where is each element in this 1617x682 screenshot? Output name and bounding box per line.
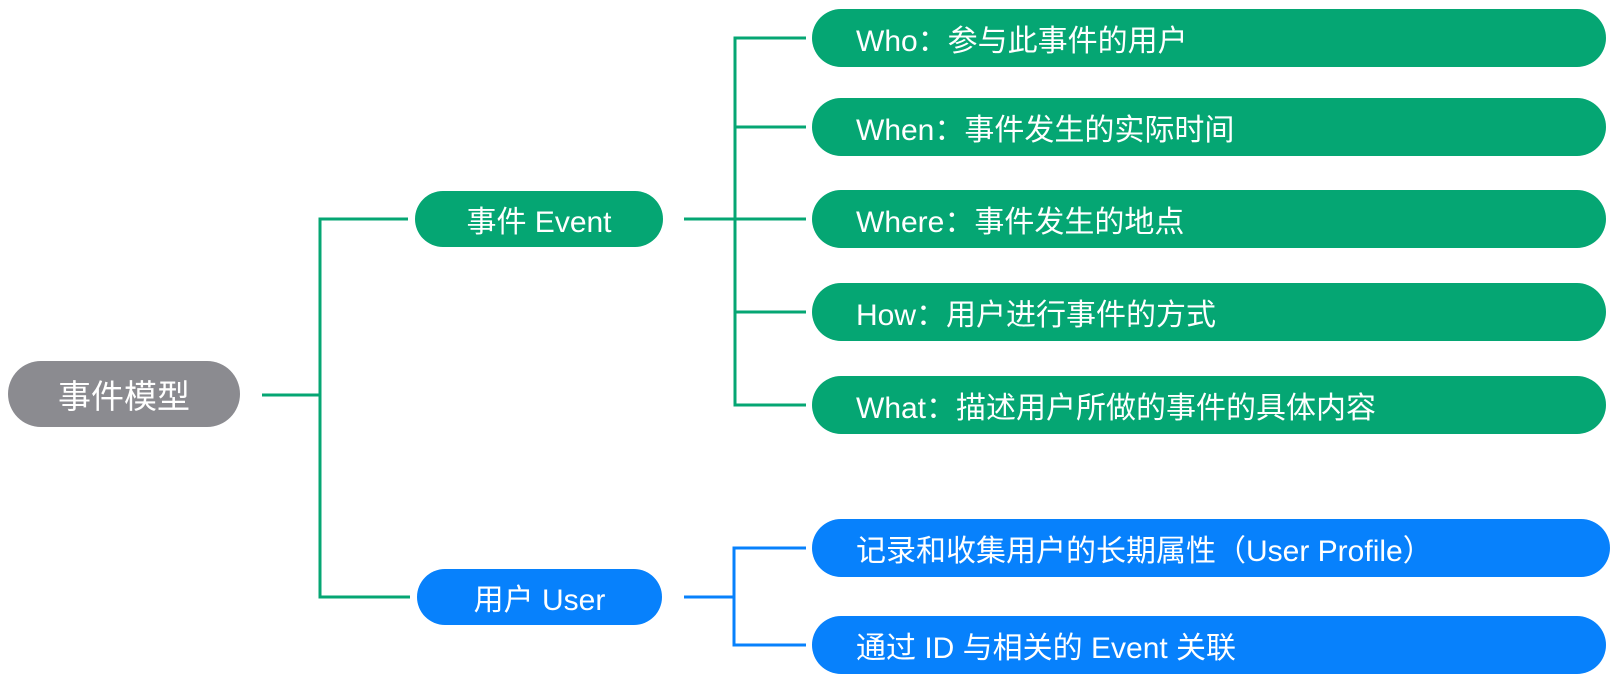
branch-event-label: 事件 Event <box>466 206 612 239</box>
branch-node-event[interactable]: 事件 Event <box>415 191 663 247</box>
leaf-node-what[interactable]: What：描述用户所做的事件的具体内容 <box>812 376 1606 434</box>
leaf-where-label: Where：事件发生的地点 <box>856 206 1185 239</box>
leaf-node-where[interactable]: Where：事件发生的地点 <box>812 190 1606 248</box>
connector-user-bracket <box>732 546 806 647</box>
root-node-event-model[interactable]: 事件模型 <box>8 361 240 427</box>
leaf-node-id-link[interactable]: 通过 ID 与相关的 Event 关联 <box>812 616 1606 674</box>
connector-root-bracket <box>318 217 410 599</box>
leaf-node-user-profile[interactable]: 记录和收集用户的长期属性（User Profile） <box>812 519 1610 577</box>
leaf-id-link-label: 通过 ID 与相关的 Event 关联 <box>856 632 1237 665</box>
branch-node-user[interactable]: 用户 User <box>417 569 662 625</box>
connector-event-bracket <box>733 36 806 407</box>
leaf-node-how[interactable]: How：用户进行事件的方式 <box>812 283 1606 341</box>
leaf-user-profile-label: 记录和收集用户的长期属性（User Profile） <box>856 535 1433 568</box>
root-node-label: 事件模型 <box>58 378 190 415</box>
leaf-who-label: Who：参与此事件的用户 <box>856 25 1188 58</box>
branch-user-label: 用户 User <box>473 584 606 617</box>
leaf-what-label: What：描述用户所做的事件的具体内容 <box>856 392 1377 425</box>
leaf-node-who[interactable]: Who：参与此事件的用户 <box>812 9 1606 67</box>
leaf-node-when[interactable]: When：事件发生的实际时间 <box>812 98 1606 156</box>
leaf-how-label: How：用户进行事件的方式 <box>856 299 1217 332</box>
leaf-when-label: When：事件发生的实际时间 <box>856 114 1235 147</box>
